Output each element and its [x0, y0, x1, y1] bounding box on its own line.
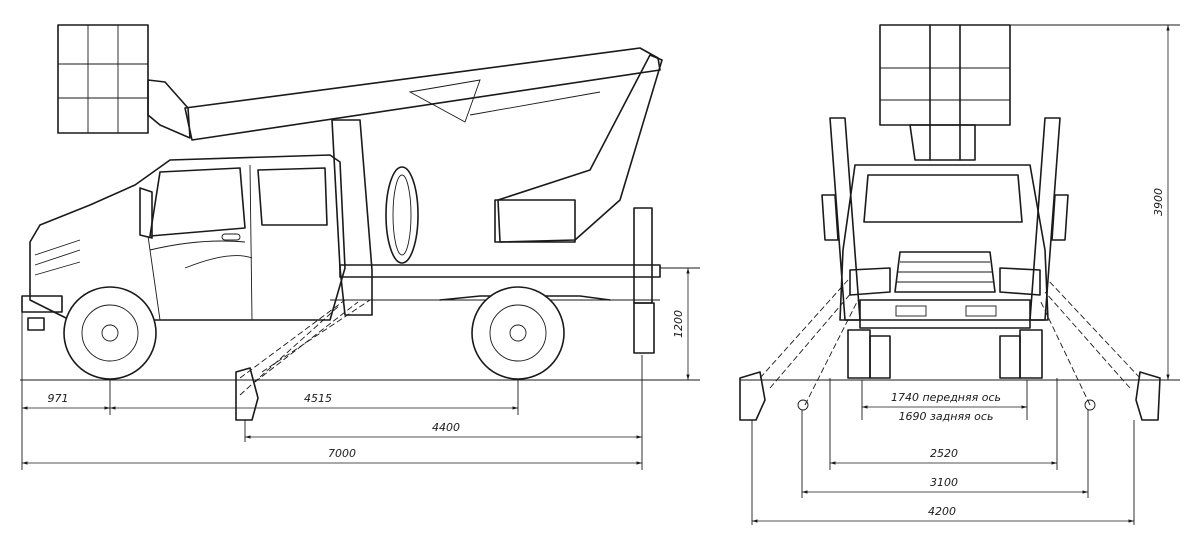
dim-front-overhang: 971	[48, 392, 69, 405]
side-dimensions	[21, 267, 700, 470]
dim-body-width: 2520	[930, 447, 958, 460]
dim-platform-height: 1200	[672, 310, 685, 338]
front-basket	[879, 24, 1011, 161]
aerial-lift	[57, 24, 663, 354]
dim-outrigger-span-side: 4400	[432, 421, 460, 434]
side-outrigger-dashed	[235, 299, 371, 421]
side-view: 971 4515 4400 7000 1200	[20, 24, 700, 470]
truck-cabin	[21, 154, 346, 331]
dim-overall-height: 3900	[1152, 188, 1165, 216]
rear-wheel	[471, 286, 565, 380]
dim-wheelbase: 4515	[304, 392, 332, 405]
front-wheel	[63, 286, 157, 380]
dim-front-track: 1740 передняя ось	[891, 391, 1001, 404]
dim-outrigger-width-2: 4200	[928, 505, 956, 518]
dim-overall-length: 7000	[328, 447, 356, 460]
dim-rear-track: 1690 задняя ось	[899, 410, 994, 423]
front-dimensions	[751, 24, 1180, 525]
dim-outrigger-width-1: 3100	[930, 476, 958, 489]
front-cabin	[821, 164, 1069, 379]
front-view: 1740 передняя ось 1690 задняя ось 2520 3…	[739, 24, 1180, 525]
front-outriggers	[739, 117, 1161, 421]
